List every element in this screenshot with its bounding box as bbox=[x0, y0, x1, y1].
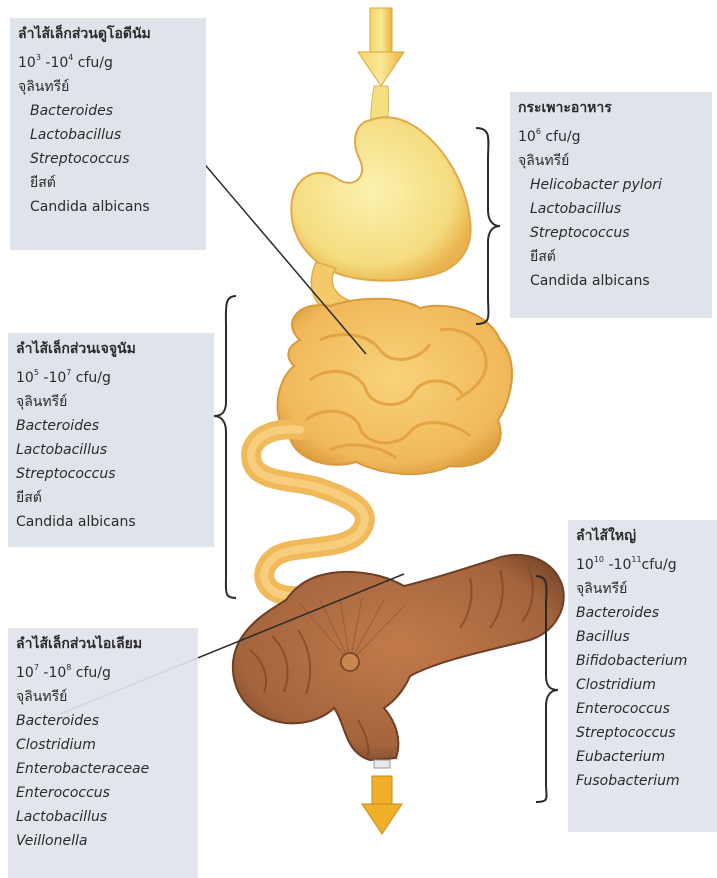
organism: Lactobacillus bbox=[18, 123, 200, 147]
yeast-organism: Candida albicans bbox=[518, 269, 706, 293]
colon-info-panel: ลำไส้ใหญ่ 1010 -1011cfu/g จุลินทรีย์ Bac… bbox=[568, 520, 717, 832]
duodenum-info-panel: ลำไส้เล็กส่วนดูโอดีนัม 103 -104 cfu/g จุ… bbox=[10, 18, 206, 250]
ileum-info-panel: ลำไส้เล็กส่วนไอเลียม 107 -108 cfu/g จุลิ… bbox=[8, 628, 198, 878]
organism: Bacillus bbox=[576, 625, 711, 649]
outflow-arrow bbox=[362, 760, 402, 834]
count-unit: cfu/g bbox=[642, 557, 677, 573]
organism: Enterobacteraceae bbox=[16, 757, 192, 781]
yeast-label: ยีสต์ bbox=[518, 245, 706, 269]
microbe-label: จุลินทรีย์ bbox=[518, 149, 706, 173]
count-exponent: 11 bbox=[631, 555, 641, 564]
count-base: 10 bbox=[50, 55, 68, 71]
count-exponent: 10 bbox=[594, 555, 604, 564]
count-separator: - bbox=[39, 665, 49, 681]
organism: Streptococcus bbox=[16, 462, 208, 486]
colon-title: ลำไส้ใหญ่ bbox=[576, 524, 711, 548]
organism: Bacteroides bbox=[16, 414, 208, 438]
count-separator: - bbox=[41, 55, 51, 71]
organism: Bacteroides bbox=[576, 601, 711, 625]
organism: Enterococcus bbox=[16, 781, 192, 805]
inflow-arrow bbox=[358, 8, 404, 86]
organism: Bacteroides bbox=[18, 99, 200, 123]
organism: Streptococcus bbox=[18, 147, 200, 171]
count-base: 10 bbox=[16, 370, 34, 386]
stomach bbox=[291, 117, 470, 280]
count-base: 10 bbox=[16, 665, 34, 681]
organism: Enterococcus bbox=[576, 697, 711, 721]
organism: Eubacterium bbox=[576, 745, 711, 769]
count-unit: cfu/g bbox=[71, 370, 111, 386]
cecum-junction bbox=[341, 653, 359, 671]
ileum-title: ลำไส้เล็กส่วนไอเลียม bbox=[16, 632, 192, 656]
organism: Helicobacter pylori bbox=[518, 173, 706, 197]
count-base: 10 bbox=[18, 55, 36, 71]
stomach-brace bbox=[476, 128, 500, 324]
organism: Clostridium bbox=[16, 733, 192, 757]
count-base: 10 bbox=[48, 370, 66, 386]
organism: Veillonella bbox=[16, 829, 192, 853]
stomach-info-panel: กระเพาะอาหาร 106 cfu/g จุลินทรีย์ Helico… bbox=[510, 92, 712, 318]
yeast-organism: Candida albicans bbox=[18, 195, 200, 219]
count-unit: cfu/g bbox=[71, 665, 111, 681]
count-separator: - bbox=[39, 370, 49, 386]
duodenum-count: 103 -104 cfu/g bbox=[18, 46, 200, 75]
count-unit: cfu/g bbox=[73, 55, 113, 71]
jejunum-info-panel: ลำไส้เล็กส่วนเจจูนัม 105 -107 cfu/g จุลิ… bbox=[8, 333, 214, 547]
count-base: 10 bbox=[518, 129, 536, 145]
yeast-organism: Candida albicans bbox=[16, 510, 208, 534]
microbe-label: จุลินทรีย์ bbox=[18, 75, 200, 99]
yeast-label: ยีสต์ bbox=[18, 171, 200, 195]
microbe-label: จุลินทรีย์ bbox=[16, 685, 192, 709]
count-base: 10 bbox=[48, 665, 66, 681]
organism: Bacteroides bbox=[16, 709, 192, 733]
colon-count: 1010 -1011cfu/g bbox=[576, 548, 711, 577]
organism: Lactobacillus bbox=[518, 197, 706, 221]
ileum-count: 107 -108 cfu/g bbox=[16, 656, 192, 685]
organism: Streptococcus bbox=[576, 721, 711, 745]
organism: Lactobacillus bbox=[16, 438, 208, 462]
organism: Fusobacterium bbox=[576, 769, 711, 793]
organism: Lactobacillus bbox=[16, 805, 192, 829]
yeast-label: ยีสต์ bbox=[16, 486, 208, 510]
microbe-label: จุลินทรีย์ bbox=[576, 577, 711, 601]
stomach-count: 106 cfu/g bbox=[518, 120, 706, 149]
jejunum-title: ลำไส้เล็กส่วนเจจูนัม bbox=[16, 337, 208, 361]
microbe-label: จุลินทรีย์ bbox=[16, 390, 208, 414]
organism: Streptococcus bbox=[518, 221, 706, 245]
organism: Bifidobacterium bbox=[576, 649, 711, 673]
count-base: 10 bbox=[614, 557, 632, 573]
jejunum-count: 105 -107 cfu/g bbox=[16, 361, 208, 390]
duodenum-title: ลำไส้เล็กส่วนดูโอดีนัม bbox=[18, 22, 200, 46]
organism: Clostridium bbox=[576, 673, 711, 697]
jejunum-brace bbox=[214, 296, 236, 598]
count-separator: - bbox=[604, 557, 614, 573]
stomach-title: กระเพาะอาหาร bbox=[518, 96, 706, 120]
count-base: 10 bbox=[576, 557, 594, 573]
count-unit: cfu/g bbox=[541, 129, 581, 145]
